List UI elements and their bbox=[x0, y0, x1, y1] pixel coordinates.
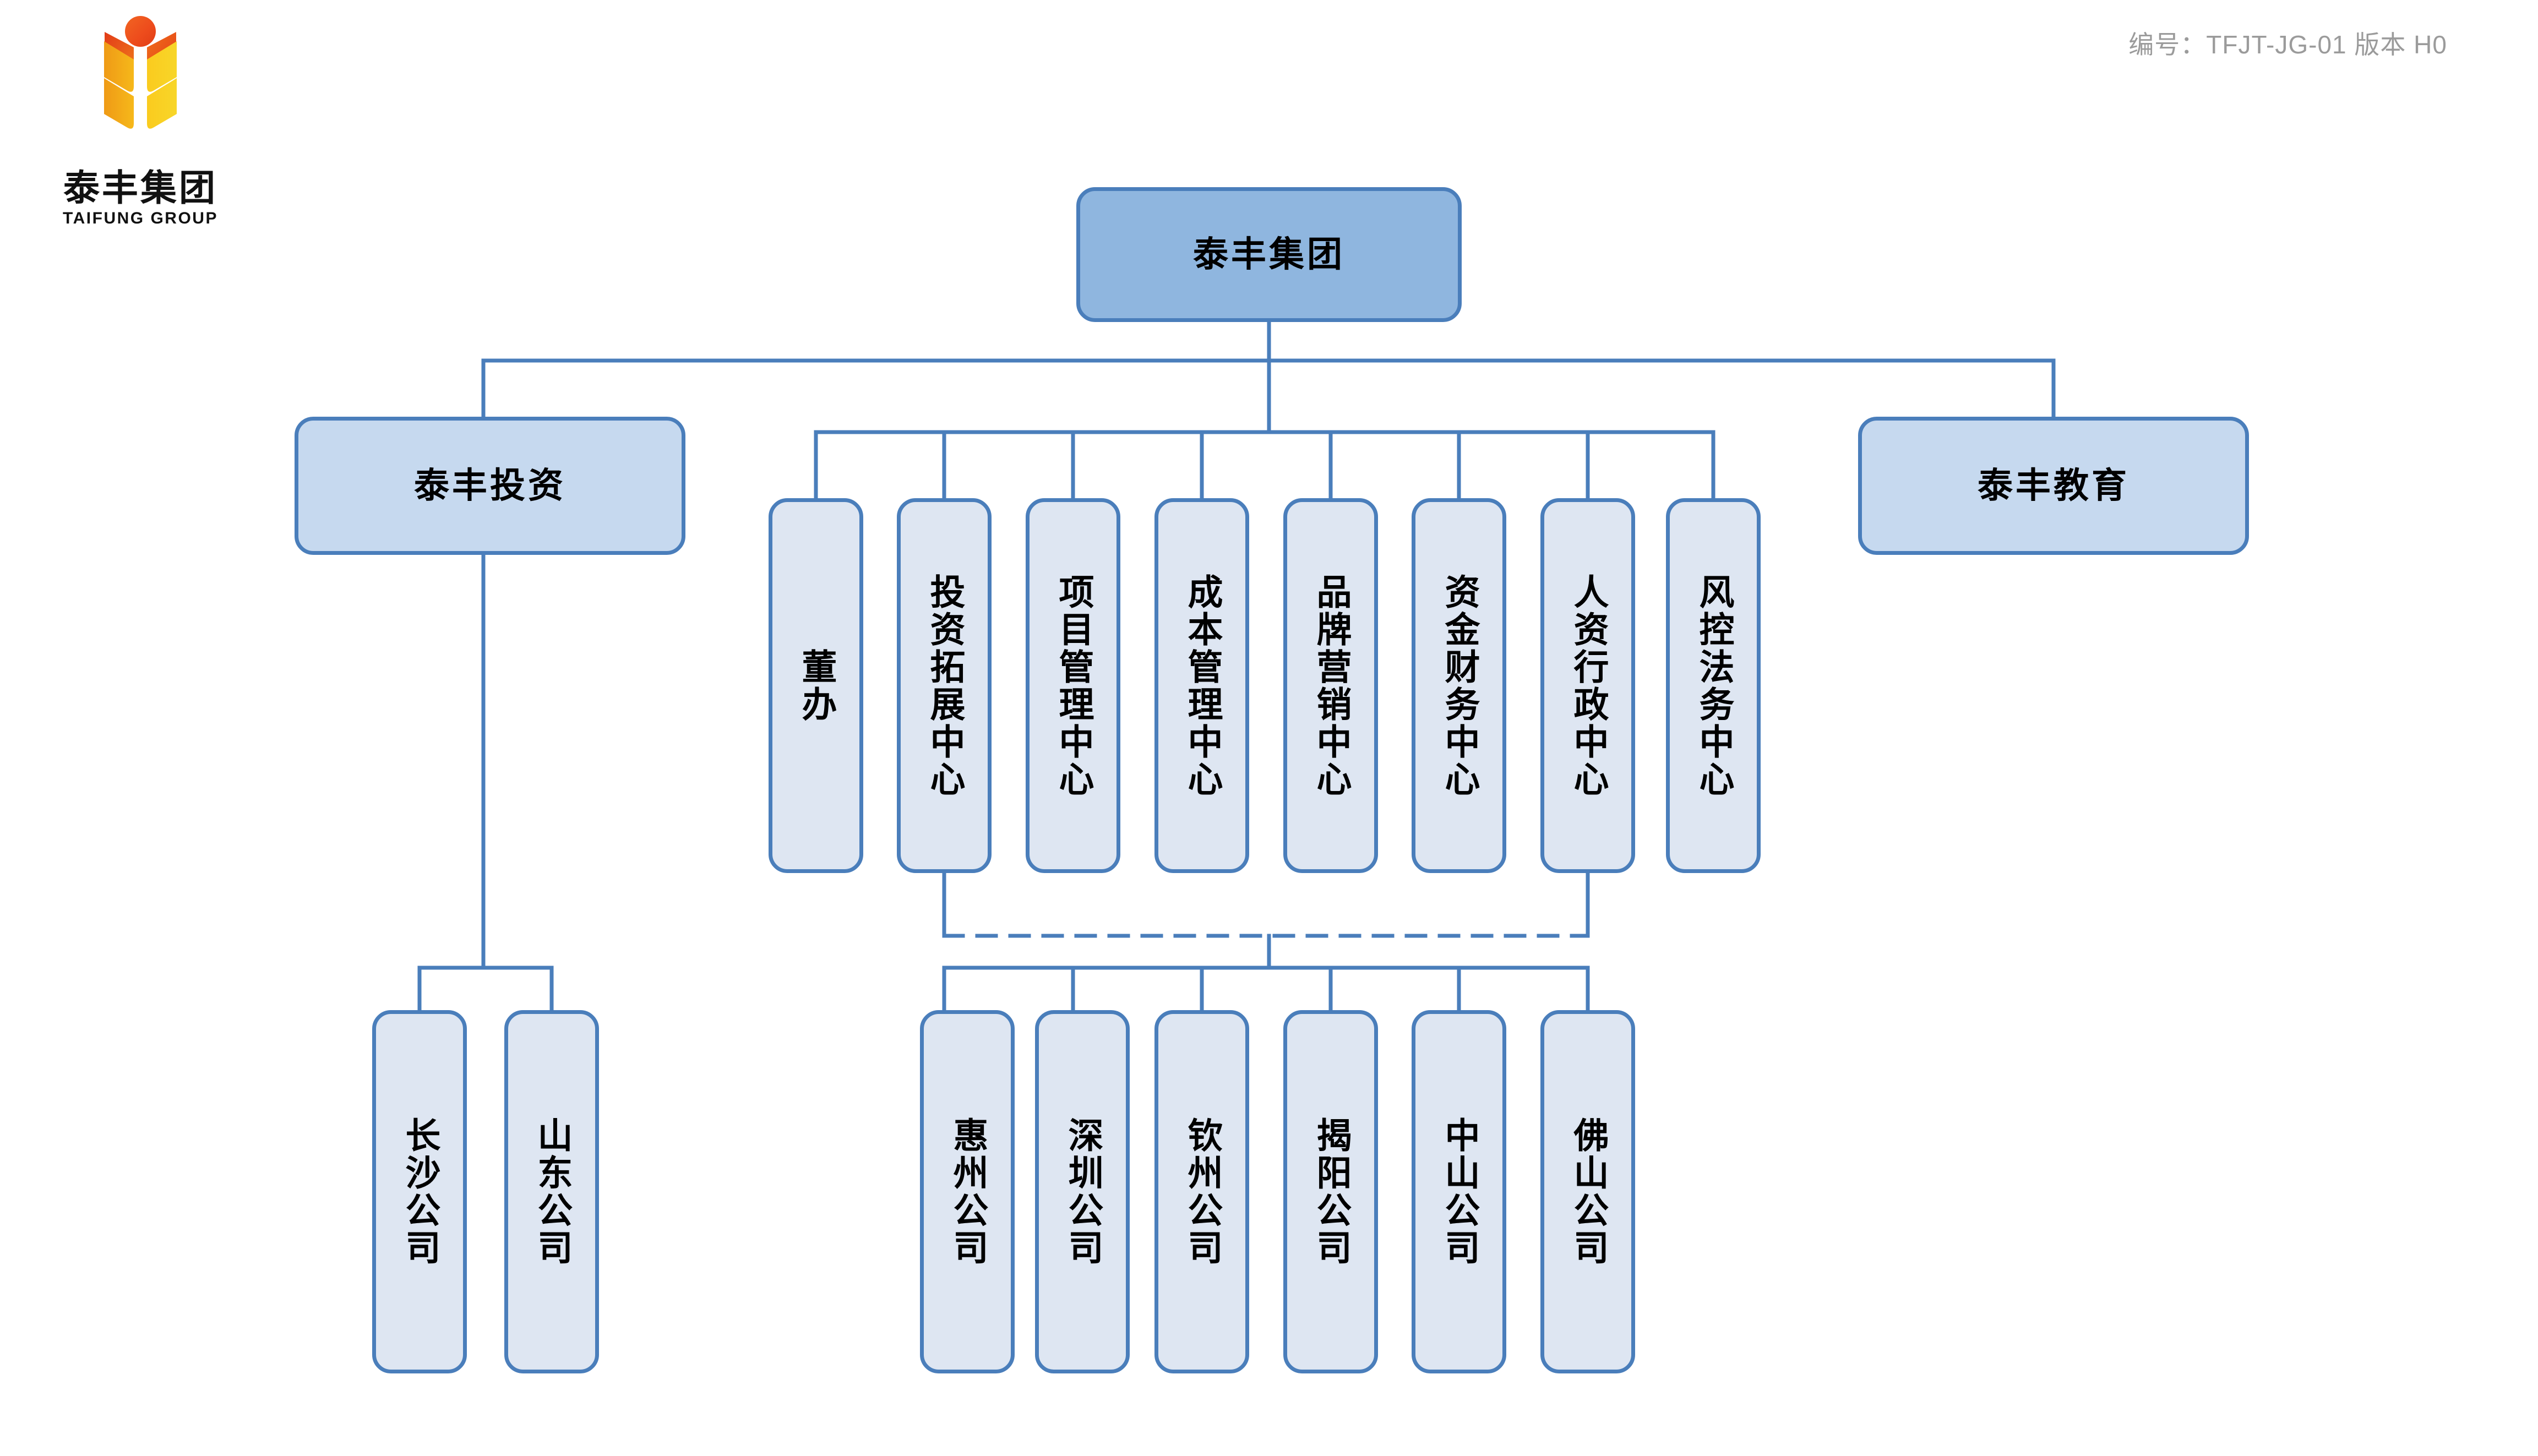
node-department-4-label: 成本管理中心 bbox=[1181, 573, 1223, 798]
node-root-label: 泰丰集团 bbox=[1193, 234, 1345, 275]
node-department-2[interactable]: 投资拓展中心 bbox=[897, 498, 992, 873]
node-department-3[interactable]: 项目管理中心 bbox=[1026, 498, 1120, 873]
node-project-company-1[interactable]: 惠州公司 bbox=[920, 1010, 1015, 1373]
node-investment-company-2[interactable]: 山东公司 bbox=[504, 1010, 599, 1373]
node-department-7[interactable]: 人资行政中心 bbox=[1540, 498, 1635, 873]
node-department-5-label: 品牌营销中心 bbox=[1310, 573, 1352, 798]
node-project-company-3-label: 钦州公司 bbox=[1181, 1117, 1223, 1267]
node-project-company-4[interactable]: 揭阳公司 bbox=[1283, 1010, 1378, 1373]
node-department-5[interactable]: 品牌营销中心 bbox=[1283, 498, 1378, 873]
node-project-company-6-label: 佛山公司 bbox=[1567, 1117, 1609, 1267]
node-department-2-label: 投资拓展中心 bbox=[924, 573, 965, 798]
node-project-company-5-label: 中山公司 bbox=[1439, 1117, 1480, 1267]
node-division-education-label: 泰丰教育 bbox=[1978, 465, 2129, 506]
logo-name-en: TAIFUNG GROUP bbox=[63, 209, 218, 227]
document-code-label: 编号：TFJT-JG-01 版本 H0 bbox=[2128, 30, 2447, 59]
node-department-8-label: 风控法务中心 bbox=[1693, 573, 1734, 798]
node-department-6[interactable]: 资金财务中心 bbox=[1412, 498, 1506, 873]
node-project-company-5[interactable]: 中山公司 bbox=[1412, 1010, 1506, 1373]
node-department-1[interactable]: 董办 bbox=[769, 498, 863, 873]
node-project-company-1-label: 惠州公司 bbox=[947, 1117, 988, 1267]
node-project-company-6[interactable]: 佛山公司 bbox=[1540, 1010, 1635, 1373]
node-project-company-3[interactable]: 钦州公司 bbox=[1154, 1010, 1249, 1373]
node-investment-company-1-label: 长沙公司 bbox=[399, 1117, 440, 1267]
node-department-7-label: 人资行政中心 bbox=[1567, 573, 1609, 798]
node-division-education[interactable]: 泰丰教育 bbox=[1858, 417, 2249, 555]
company-logo: 泰丰集团 TAIFUNG GROUP bbox=[33, 11, 248, 248]
node-project-company-4-label: 揭阳公司 bbox=[1310, 1117, 1352, 1267]
node-department-6-label: 资金财务中心 bbox=[1439, 573, 1480, 798]
node-investment-company-2-label: 山东公司 bbox=[531, 1117, 573, 1267]
logo-mark-icon bbox=[104, 16, 177, 129]
node-division-investment[interactable]: 泰丰投资 bbox=[295, 417, 685, 555]
node-department-3-label: 项目管理中心 bbox=[1053, 573, 1094, 798]
node-department-8[interactable]: 风控法务中心 bbox=[1666, 498, 1761, 873]
logo-name-cn: 泰丰集团 bbox=[63, 167, 217, 209]
node-project-company-2-label: 深圳公司 bbox=[1062, 1117, 1103, 1267]
node-division-investment-label: 泰丰投资 bbox=[414, 465, 566, 506]
node-department-1-label: 董办 bbox=[796, 648, 837, 723]
node-investment-company-1[interactable]: 长沙公司 bbox=[372, 1010, 467, 1373]
node-root[interactable]: 泰丰集团 bbox=[1076, 187, 1462, 322]
node-department-4[interactable]: 成本管理中心 bbox=[1154, 498, 1249, 873]
node-project-company-2[interactable]: 深圳公司 bbox=[1035, 1010, 1130, 1373]
